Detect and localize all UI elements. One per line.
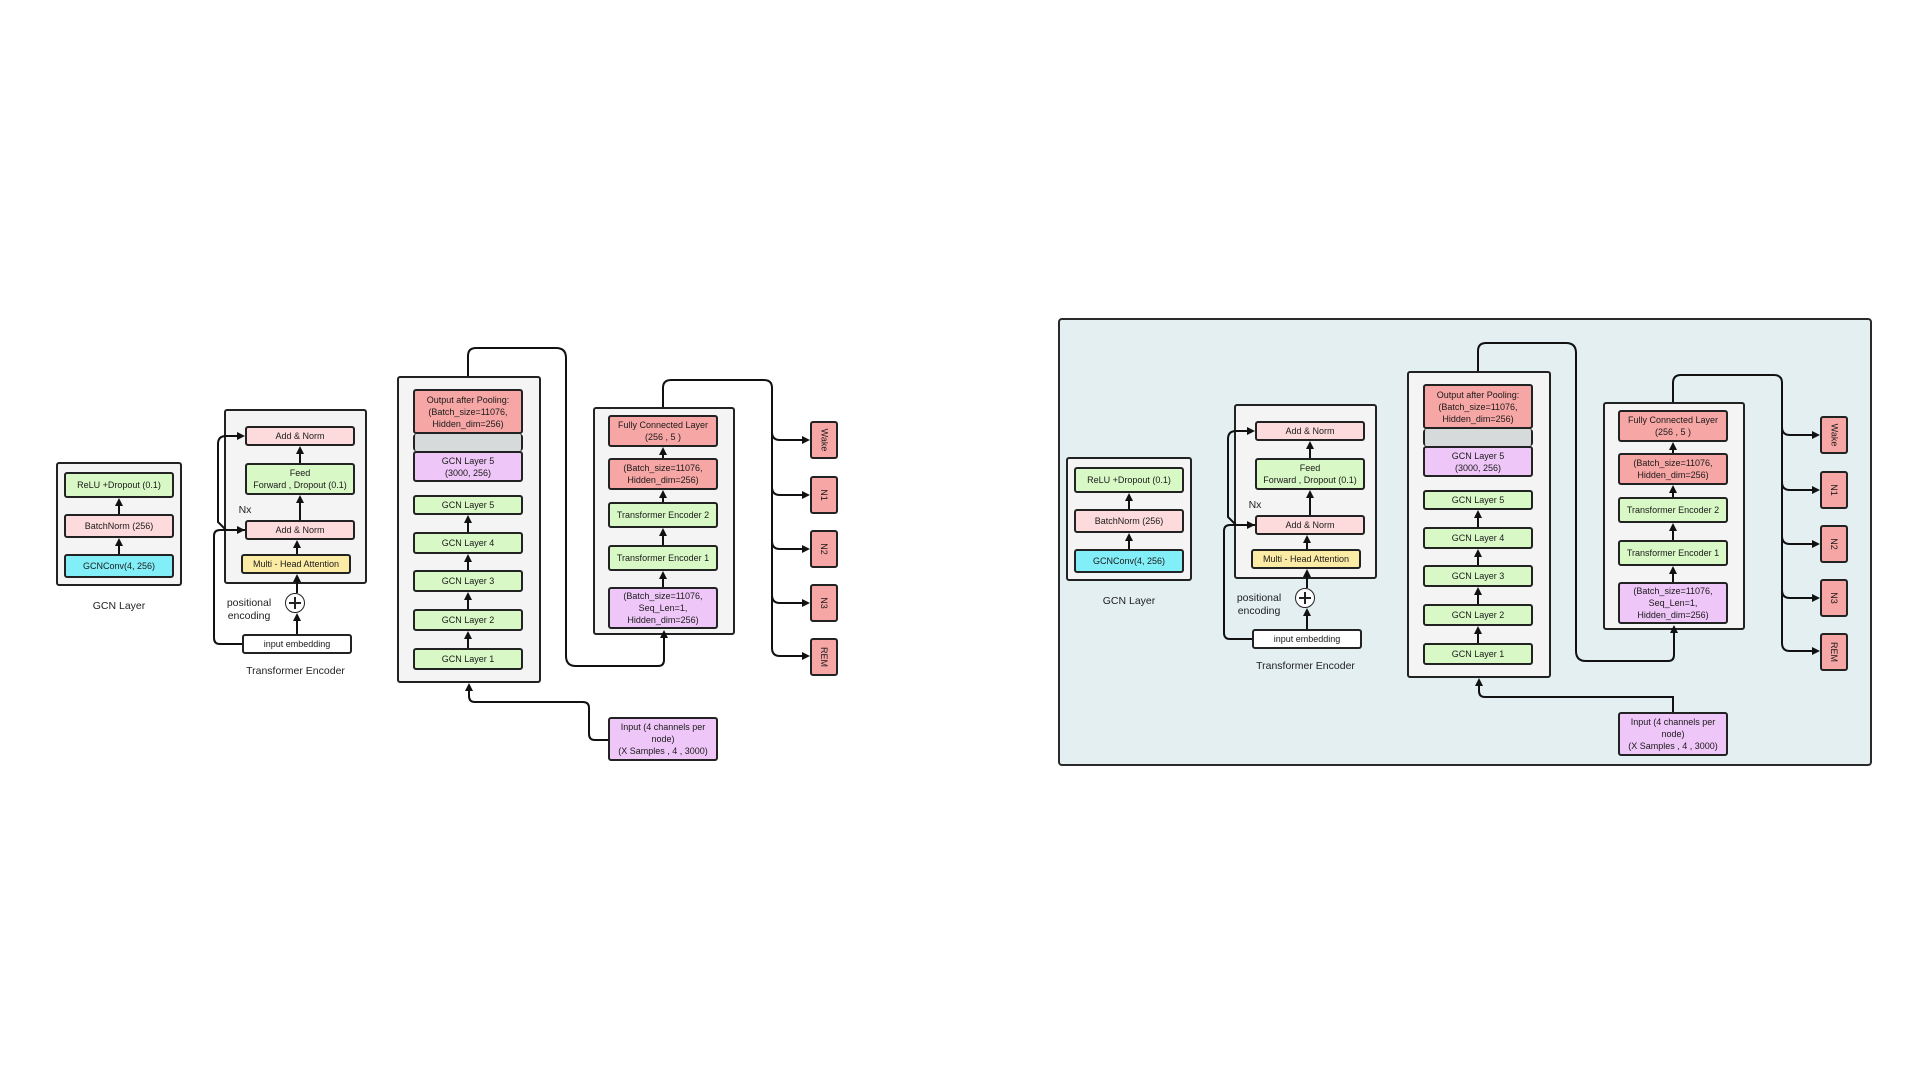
- positional-encoding-label: positional encoding: [226, 597, 272, 622]
- gcn-layer-title: GCN Layer: [92, 600, 146, 612]
- output-rem-label: REM: [1829, 642, 1839, 662]
- relu-dropout-box: ReLU +Dropout (0.1): [1074, 467, 1184, 493]
- batchnorm-box: BatchNorm (256): [1074, 509, 1184, 533]
- output-n1-label: N1: [1828, 484, 1839, 496]
- output-n1-box: N1: [1820, 471, 1848, 509]
- gcn-layer-4-box: GCN Layer 4: [1423, 527, 1533, 549]
- output-wake-label: Wake: [1829, 423, 1840, 447]
- output-wake-box: Wake: [1820, 416, 1848, 454]
- gcn-layer-5-box: GCN Layer 5: [413, 495, 523, 515]
- gcn-layer-1-box: GCN Layer 1: [1423, 643, 1533, 665]
- gcn-layer-3-box: GCN Layer 3: [413, 570, 523, 592]
- positional-encoding-label: positional encoding: [1236, 592, 1282, 617]
- batch-hidden-box: (Batch_size=11076, Hidden_dim=256): [608, 458, 718, 490]
- add-norm-top-box: Add & Norm: [245, 426, 355, 446]
- output-n3-label: N3: [818, 597, 829, 609]
- gcnconv-box: GCNConv(4, 256): [64, 554, 174, 578]
- fully-connected-box: Fully Connected Layer (256 , 5 ): [1618, 410, 1728, 442]
- output-rem-box: REM: [810, 638, 838, 676]
- transformer-encoder-title: Transformer Encoder: [246, 665, 345, 677]
- gcn-layer-3-box: GCN Layer 3: [1423, 565, 1533, 587]
- positional-add-icon: [285, 593, 305, 613]
- output-n3-box: N3: [810, 584, 838, 622]
- input-embedding-box: input embedding: [242, 634, 352, 654]
- pooling-separator: [413, 434, 523, 451]
- batch-hidden-box: (Batch_size=11076, Hidden_dim=256): [1618, 453, 1728, 485]
- transformer-encoder-2-box: Transformer Encoder 2: [1618, 497, 1728, 523]
- input-box: Input (4 channels per node) (X Samples ,…: [1618, 712, 1728, 756]
- output-rem-box: REM: [1820, 633, 1848, 671]
- gcn-layer-title: GCN Layer: [1102, 595, 1156, 607]
- input-embedding-box: input embedding: [1252, 629, 1362, 649]
- feed-forward-box: Feed Forward , Dropout (0.1): [245, 463, 355, 495]
- output-n3-label: N3: [1828, 592, 1839, 604]
- feed-forward-box: Feed Forward , Dropout (0.1): [1255, 458, 1365, 490]
- transformer-encoder-1-box: Transformer Encoder 1: [608, 545, 718, 571]
- gcn-layer5-shape-box: GCN Layer 5 (3000, 256): [1423, 446, 1533, 477]
- multi-head-attention-box: Multi - Head Attention: [1251, 549, 1361, 569]
- input-box: Input (4 channels per node) (X Samples ,…: [608, 717, 718, 761]
- output-n1-box: N1: [810, 476, 838, 514]
- transformer-encoder-1-box: Transformer Encoder 1: [1618, 540, 1728, 566]
- output-wake-label: Wake: [819, 428, 830, 452]
- gcn-layer-2-box: GCN Layer 2: [1423, 604, 1533, 626]
- output-n2-label: N2: [1828, 538, 1839, 550]
- pooling-output-box: Output after Pooling: (Batch_size=11076,…: [1423, 384, 1533, 429]
- gcn-layer-5-box: GCN Layer 5: [1423, 490, 1533, 510]
- nx-label: Nx: [1248, 499, 1262, 511]
- output-n1-label: N1: [818, 489, 829, 501]
- output-n2-label: N2: [818, 543, 829, 555]
- relu-dropout-box: ReLU +Dropout (0.1): [64, 472, 174, 498]
- positional-add-icon: [1295, 588, 1315, 608]
- pooling-separator: [1423, 429, 1533, 446]
- add-norm-top-box: Add & Norm: [1255, 421, 1365, 441]
- architecture-diagram-highlighted: ReLU +Dropout (0.1) BatchNorm (256) GCNC…: [1010, 0, 1860, 1075]
- output-wake-box: Wake: [810, 421, 838, 459]
- output-n3-box: N3: [1820, 579, 1848, 617]
- output-n2-box: N2: [1820, 525, 1848, 563]
- gcn-layer-4-box: GCN Layer 4: [413, 532, 523, 554]
- add-norm-bottom-box: Add & Norm: [1255, 515, 1365, 535]
- gcn-layer-1-box: GCN Layer 1: [413, 648, 523, 670]
- transformer-encoder-title: Transformer Encoder: [1256, 660, 1355, 672]
- pooling-output-box: Output after Pooling: (Batch_size=11076,…: [413, 389, 523, 434]
- transformer-encoder-2-box: Transformer Encoder 2: [608, 502, 718, 528]
- seq-len-box: (Batch_size=11076, Seq_Len=1, Hidden_dim…: [608, 587, 718, 629]
- nx-label: Nx: [238, 504, 252, 516]
- output-n2-box: N2: [810, 530, 838, 568]
- seq-len-box: (Batch_size=11076, Seq_Len=1, Hidden_dim…: [1618, 582, 1728, 624]
- architecture-diagram-plain: ReLU +Dropout (0.1) BatchNorm (256) GCNC…: [0, 0, 850, 1080]
- output-rem-label: REM: [819, 647, 829, 667]
- multi-head-attention-box: Multi - Head Attention: [241, 554, 351, 574]
- gcnconv-box: GCNConv(4, 256): [1074, 549, 1184, 573]
- batchnorm-box: BatchNorm (256): [64, 514, 174, 538]
- gcn-layer5-shape-box: GCN Layer 5 (3000, 256): [413, 451, 523, 482]
- gcn-layer-2-box: GCN Layer 2: [413, 609, 523, 631]
- add-norm-bottom-box: Add & Norm: [245, 520, 355, 540]
- fully-connected-box: Fully Connected Layer (256 , 5 ): [608, 415, 718, 447]
